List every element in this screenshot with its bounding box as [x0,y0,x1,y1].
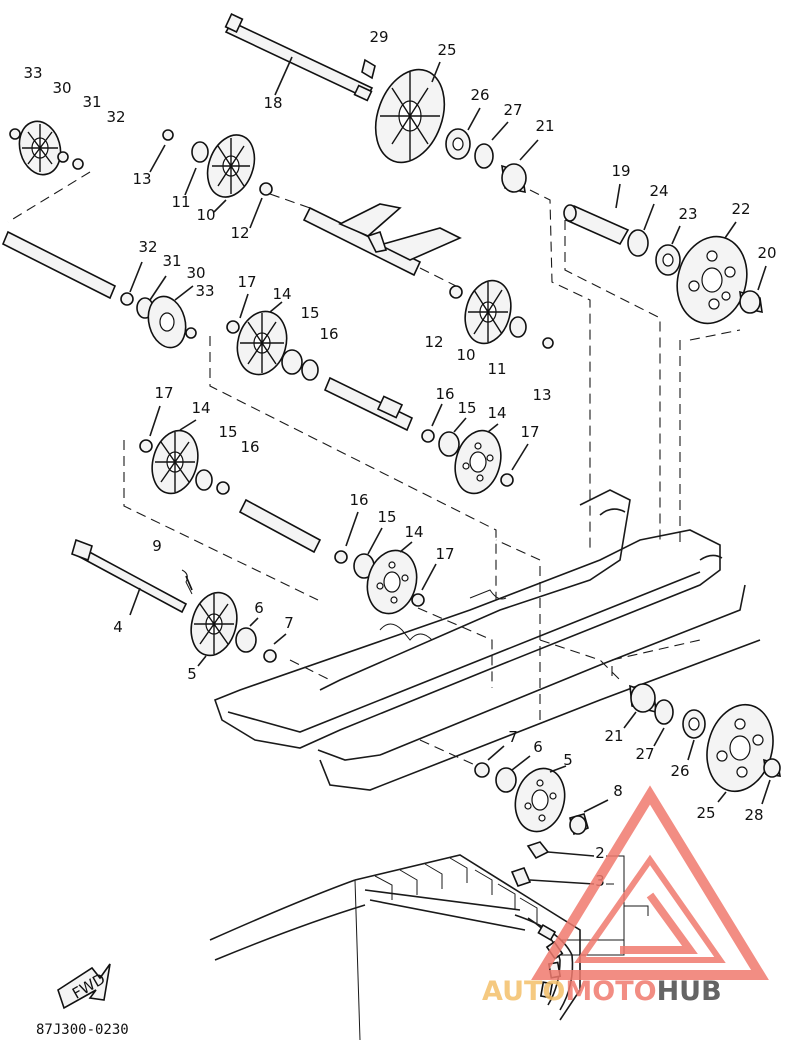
part-label: 10 [196,206,215,224]
part-label: 32 [106,108,125,126]
part-label: 5 [563,751,573,769]
part-label: 26 [670,762,689,780]
part-label: 21 [535,117,554,135]
wheel-14-row2-left [139,405,230,495]
part-label: 31 [82,93,101,111]
part-label: 27 [635,745,654,763]
fwd-arrow: FWD [57,963,111,1010]
watermark-logo: AUTOMOTOHUB [482,785,769,1007]
part-label: 17 [520,423,539,441]
wheel-22-group [563,183,767,325]
part-label: 15 [377,508,396,526]
watermark-text: AUTOMOTOHUB [482,976,722,1007]
part-label: 30 [186,264,205,282]
part-label: 22 [731,200,750,218]
part-label: 15 [218,423,237,441]
part-label: 30 [52,79,71,97]
part-label: 4 [113,618,123,636]
part-label: 25 [437,41,456,59]
wheel-25-top [361,58,446,164]
part-label: 7 [284,614,294,632]
wheel-14-row2-right [421,403,529,495]
part-label: 27 [503,101,522,119]
part-label: 6 [254,599,264,617]
part-label: 17 [154,384,173,402]
wheel-30-top [9,120,84,176]
part-label: 32 [138,238,157,256]
part-label: 24 [649,182,668,200]
axle-left-mid [1,230,197,349]
part-label: 31 [162,252,181,270]
part-label: 13 [132,170,151,188]
part-label: 23 [678,205,697,223]
part-label: 17 [237,273,256,291]
part-label: 16 [240,438,259,456]
watermark-auto: AUTO [482,976,565,1007]
part-label: 21 [604,727,623,745]
part-label: 13 [532,386,551,404]
wheel-10-right [449,279,554,349]
part-label: 5 [187,665,197,683]
part-label: 11 [487,360,506,378]
part-label: 16 [435,385,454,403]
part-label: 8 [613,782,623,800]
part-label: 12 [230,224,249,242]
part-label: 14 [404,523,423,541]
part-label: 29 [369,28,388,46]
part-label: 26 [470,86,489,104]
part-label: 14 [487,404,506,422]
pivot-arm [302,203,462,277]
part-label: 28 [744,806,763,824]
wheel-14-row3 [334,511,437,615]
center-shaft-upper [323,376,414,432]
part-label: 14 [191,399,210,417]
track-assembly [209,854,581,1041]
part-label: 6 [533,738,543,756]
wheel-14-row1 [226,293,319,381]
part-label: 19 [611,162,630,180]
part-label: 2 [595,844,605,862]
part-label: 17 [435,545,454,563]
slide-rail-frame [213,489,761,791]
center-shaft-lower [238,498,322,554]
part-label: 16 [319,325,338,343]
part-label: 33 [23,64,42,82]
bolt-4-wheel-5-left [71,538,287,667]
part-label: 7 [508,728,518,746]
wheel-5-lower-group [474,745,609,887]
part-label: 25 [696,804,715,822]
part-label: 15 [300,304,319,322]
shaft-18 [224,13,374,102]
watermark-moto: MOTO [565,976,656,1007]
part-label: 10 [456,346,475,364]
watermark-hub: HUB [657,976,722,1007]
part-label: 14 [272,285,291,303]
part-label: 11 [171,193,190,211]
part-label: 20 [757,244,776,262]
part-label: 18 [263,94,282,112]
wheel-25-lower-group [623,683,781,805]
figure-code: 87J300-0230 [36,1022,129,1038]
wheel-10-upper [149,129,273,229]
part-label: 15 [457,399,476,417]
bearing-set-top [445,107,539,194]
part-label: 33 [195,282,214,300]
part-label: 12 [424,333,443,351]
part-label: 9 [152,537,162,555]
part-label: 16 [349,491,368,509]
